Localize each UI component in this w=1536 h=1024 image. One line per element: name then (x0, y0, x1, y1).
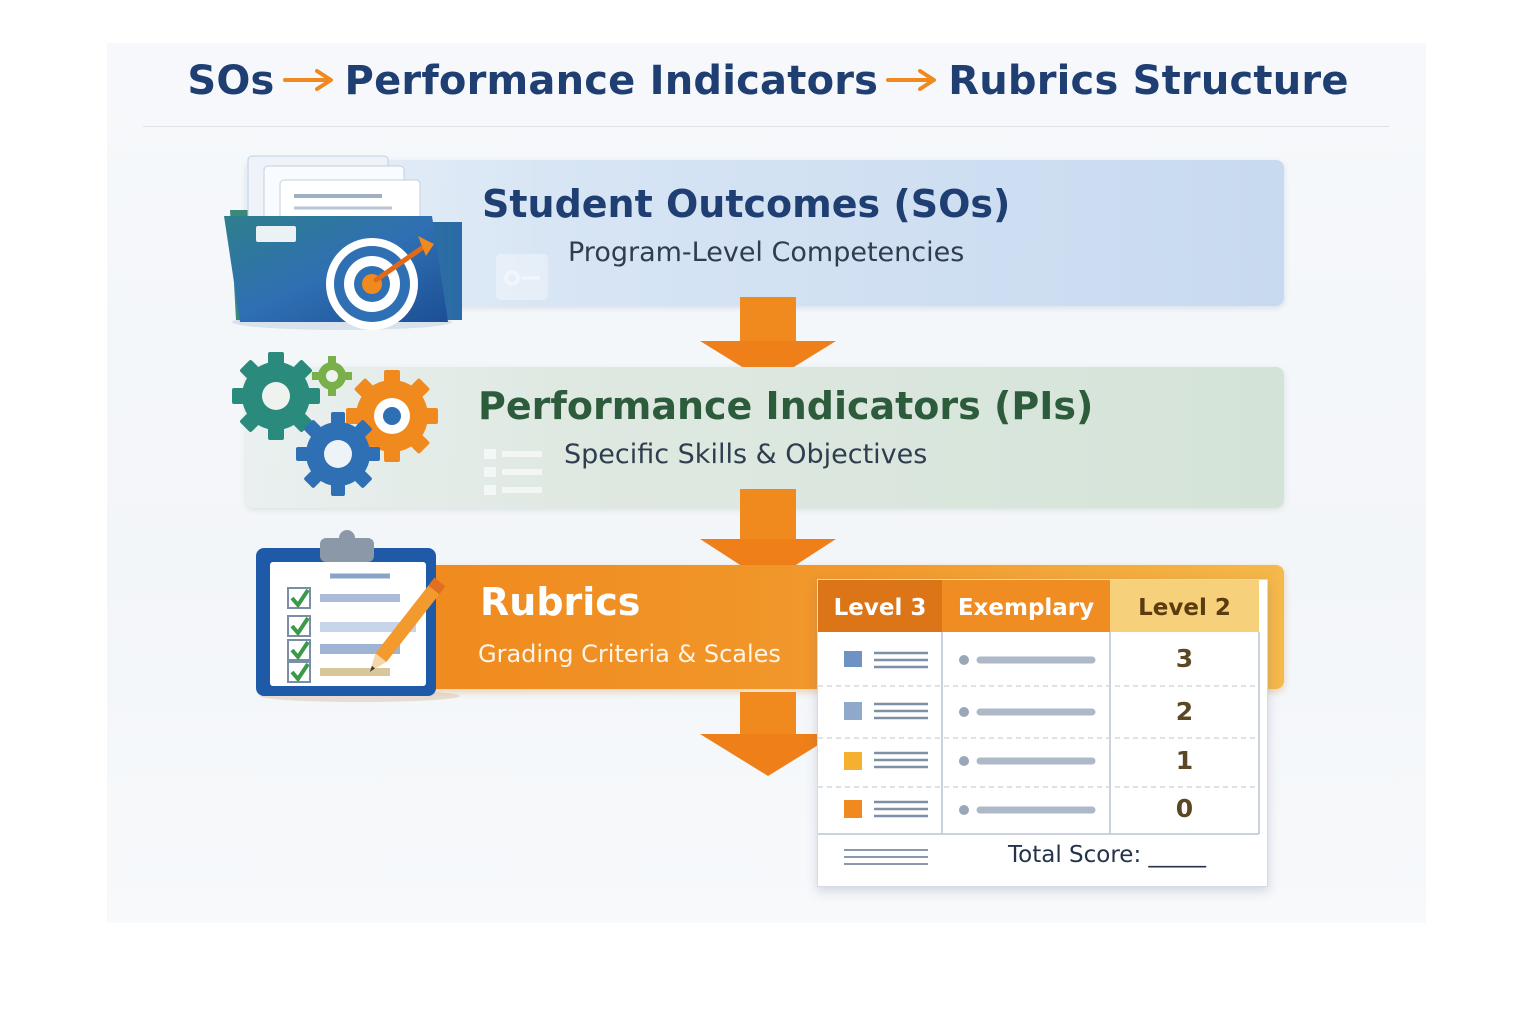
rubric-table: Level 3 Exemplary Level 2 (817, 579, 1268, 887)
header-level-3: Level 3 (818, 580, 942, 632)
header-exemplary: Exemplary (942, 580, 1110, 632)
title-part-sos: SOs (187, 58, 275, 104)
title-divider (143, 126, 1389, 127)
clipboard-checklist-icon (256, 530, 460, 702)
faint-list-icon (484, 449, 542, 495)
so-subtitle: Program-Level Competencies (568, 237, 965, 268)
score-3: 3 (1175, 644, 1194, 673)
down-arrow-icon (700, 297, 836, 383)
header-level-2: Level 2 (1110, 580, 1259, 632)
pi-title: Performance Indicators (PIs) (478, 384, 1094, 428)
page-title: SOs Performance Indicators Rubrics Structu… (0, 58, 1536, 104)
rubrics-subtitle: Grading Criteria & Scales (478, 640, 781, 668)
faint-document-icon (496, 254, 548, 300)
score-2: 2 (1175, 697, 1194, 726)
total-score-label: Total Score: _____ (1008, 842, 1207, 868)
score-1: 1 (1175, 746, 1194, 775)
title-part-rubrics-structure: Rubrics Structure (948, 58, 1349, 104)
title-part-performance-indicators: Performance Indicators (344, 58, 879, 104)
down-arrow-icon (700, 692, 836, 776)
folder-target-icon (224, 155, 462, 330)
title-arrow-icon (886, 69, 937, 91)
pi-subtitle: Specific Skills & Objectives (564, 439, 928, 470)
score-0: 0 (1175, 794, 1194, 823)
rubrics-title: Rubrics (480, 580, 641, 624)
rubric-grid (818, 632, 1260, 865)
so-title: Student Outcomes (SOs) (482, 182, 1011, 226)
gears-icon (232, 352, 438, 496)
down-arrow-icon (700, 489, 836, 583)
title-arrow-icon (282, 69, 333, 91)
